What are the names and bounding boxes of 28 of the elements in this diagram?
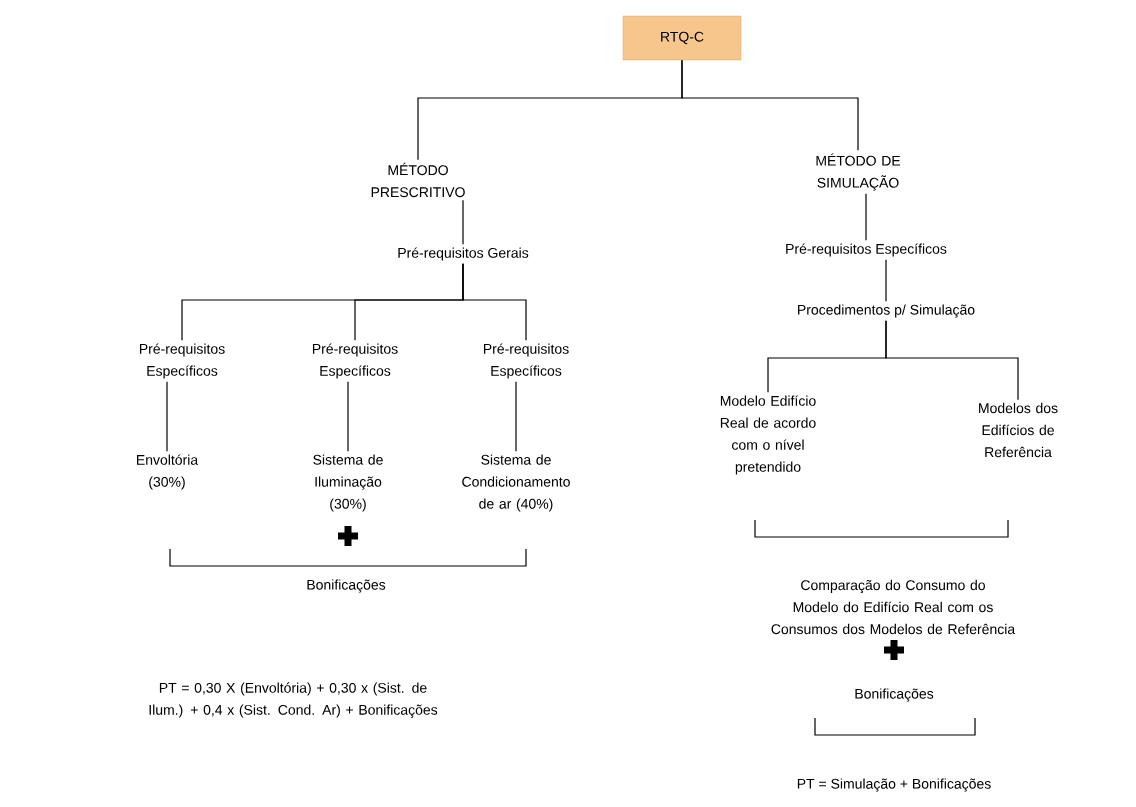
node-label: MÉTODO PRESCRITIVO <box>371 162 465 198</box>
node-label: Modelo Edifício Real de acordo com o nível pretendido <box>720 395 816 475</box>
connector-line <box>462 263 527 341</box>
node-label: Comparação do Consumo do Modelo do Edifício Real com os Consumos dos Modelos de Referência <box>771 579 1016 635</box>
connector-line <box>347 381 349 452</box>
connector-line <box>865 193 867 241</box>
connector-line <box>885 259 887 302</box>
node-label: Bonificações <box>307 579 386 593</box>
connector-line <box>885 320 1019 401</box>
connector-line <box>681 59 859 151</box>
node-label: Procedimentos p/ Simulação <box>798 304 975 318</box>
node-label: Bonificações <box>855 688 934 702</box>
node-label: Pré-requisitos Específicos <box>786 243 947 257</box>
node-label: Pré-requisitos Específicos <box>139 343 225 379</box>
node-label: PT = Simulação + Bonificações <box>797 778 991 792</box>
connector-line <box>515 381 517 452</box>
node-label: Sistema de Condicionamento de ar (40%) <box>462 454 570 512</box>
node-label: Pré-requisitos Gerais <box>398 247 529 261</box>
node-label: Modelos dos Edifícios de Referência <box>979 402 1058 458</box>
node-label: Envoltória (30%) <box>137 454 199 490</box>
connector-line <box>462 199 464 245</box>
node-label: Pré-requisitos Específicos <box>483 343 569 379</box>
connector-line <box>166 381 168 452</box>
node-label: MÉTODO DE SIMULAÇÃO <box>816 153 901 191</box>
title-box: RTQ-C <box>622 15 742 61</box>
node-label: Pré-requisitos Específicos <box>312 343 398 379</box>
node-label: Sistema de Iluminação (30%) <box>313 454 383 512</box>
node-label: PT = 0,30 X (Envoltória) + 0,30 x (Sist. de Ilum.) + 0,4 x (Sist. Cond. Ar) + Bonificações <box>149 682 438 718</box>
